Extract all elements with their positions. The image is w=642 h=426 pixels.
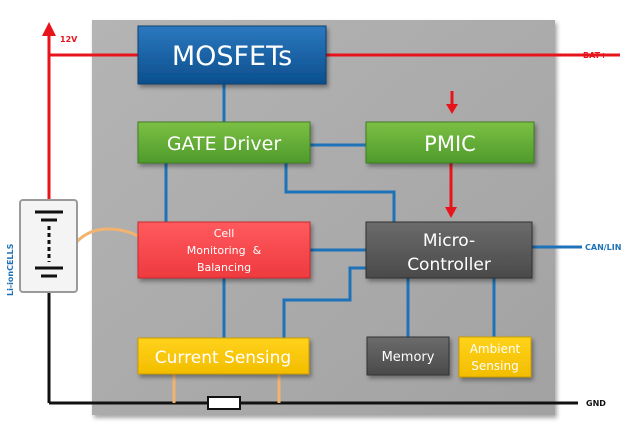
- ground-rail: [47, 292, 578, 405]
- bat-plus-label: BAT+: [583, 51, 607, 60]
- gate-driver-label: GATE Driver: [167, 133, 282, 155]
- current-sensing-block: [137, 337, 310, 375]
- current-sense-taps: [172, 374, 281, 403]
- mosfets-label: MOSFETs: [172, 41, 292, 72]
- pmic-power-flow: [445, 91, 458, 218]
- shunt-resistor-icon: [207, 396, 241, 410]
- ambient-sensing-line-2: Sensing: [471, 359, 518, 373]
- cell-sense-cable: [73, 227, 139, 245]
- signal-bus: [164, 84, 582, 338]
- mcu-power-arrow-icon: [445, 207, 457, 218]
- pmic-block: [365, 121, 535, 164]
- memory-label: Memory: [382, 350, 435, 365]
- pmic-label: PMIC: [424, 132, 476, 156]
- current-sensing-label: Current Sensing: [155, 348, 291, 368]
- supply-label: 12V: [60, 35, 78, 44]
- micro-controller-line-2: Controller: [407, 255, 491, 275]
- cell-monitoring-line-1: Cell: [214, 227, 235, 240]
- gnd-label: GND: [586, 399, 606, 408]
- can-lin-label: CAN/LIN: [585, 243, 621, 252]
- li-ion-cells-label: Li-ionCELLS: [6, 243, 15, 296]
- memory-block: [366, 336, 450, 376]
- micro-controller-block: [365, 221, 533, 279]
- ambient-sensing-line-1: Ambient: [470, 342, 521, 356]
- supply-arrow-icon: [42, 22, 56, 36]
- mosfets-block: [137, 25, 327, 85]
- cell-monitoring-line-2: Monitoring &: [187, 244, 262, 257]
- cell-monitoring-block: [137, 221, 311, 279]
- gate-driver-block: [137, 121, 311, 164]
- pmic-input-arrow-icon: [446, 104, 458, 114]
- li-ion-cell-pack: [19, 199, 78, 293]
- cell-monitoring-line-3: Balancing: [197, 261, 251, 274]
- micro-controller-line-1: Micro-: [423, 231, 475, 251]
- ambient-sensing-block: [458, 336, 532, 378]
